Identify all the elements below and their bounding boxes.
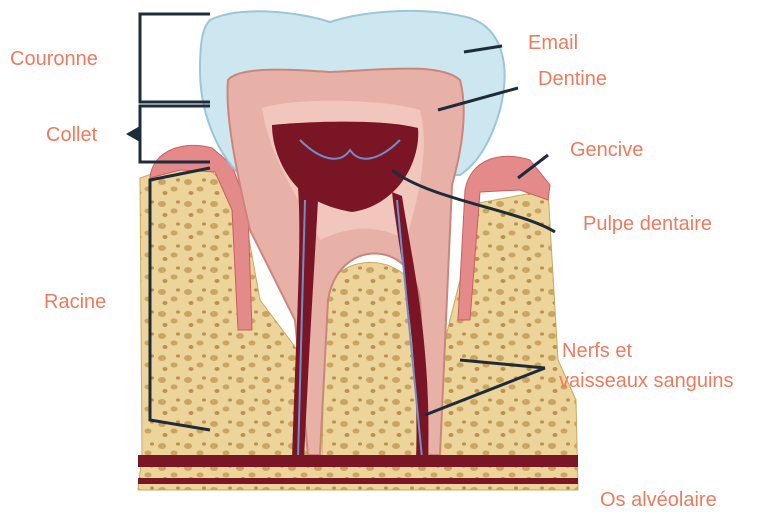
label-email: Email xyxy=(528,32,578,54)
label-racine: Racine xyxy=(44,291,106,313)
label-couronne: Couronne xyxy=(10,48,98,70)
label-nerfs-line1: Nerfs et xyxy=(562,340,632,362)
label-collet: Collet xyxy=(46,124,97,146)
label-pulpe-dentaire: Pulpe dentaire xyxy=(583,213,712,235)
label-dentine: Dentine xyxy=(538,68,607,90)
label-gencive: Gencive xyxy=(570,139,643,161)
collet-bracket-arrow xyxy=(126,126,140,142)
label-os-alveolaire: Os alvéolaire xyxy=(600,489,717,511)
bone-base-band-2 xyxy=(138,478,578,484)
bone-base-band xyxy=(138,455,578,467)
label-nerfs-line2: vaisseaux sanguins xyxy=(559,370,734,392)
